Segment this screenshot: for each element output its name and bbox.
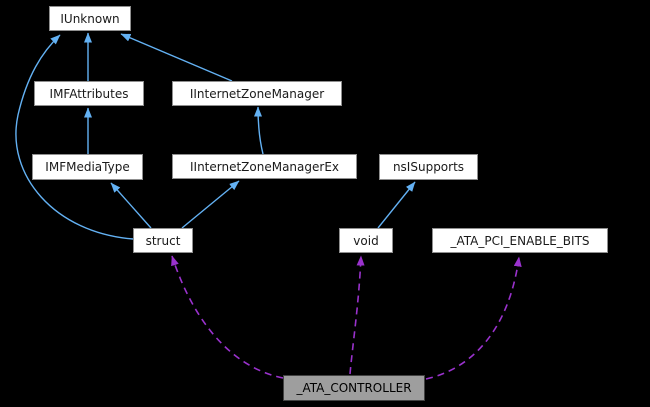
edge-atacontroller-to-atapcienablebits <box>425 256 522 380</box>
node-ata-controller-current[interactable]: _ATA_CONTROLLER <box>283 375 425 401</box>
node-void[interactable]: void <box>339 228 393 253</box>
node-imfmediatype[interactable]: IMFMediaType <box>32 154 143 180</box>
node-iunknown[interactable]: IUnknown <box>49 6 131 31</box>
edge-struct-to-iunknown <box>15 34 134 240</box>
node-struct[interactable]: struct <box>133 228 193 253</box>
node-nsisupports[interactable]: nsISupports <box>379 154 478 180</box>
edge-struct-to-imfmediatype <box>110 182 152 229</box>
edge-atacontroller-to-struct <box>171 255 284 379</box>
node-ata-pci-enable-bits[interactable]: _ATA_PCI_ENABLE_BITS <box>432 228 608 253</box>
node-imfattributes[interactable]: IMFAttributes <box>34 81 144 106</box>
node-iinternetzonemanager[interactable]: IInternetZoneManager <box>172 81 342 106</box>
edge-iinternetzonemanager-to-iunknown <box>120 33 233 82</box>
edge-void-to-nsisupports <box>377 181 416 229</box>
edge-atacontroller-to-void <box>349 255 365 375</box>
edge-struct-to-iinternetzonemanagerex <box>181 180 240 229</box>
node-iinternetzonemanagerex[interactable]: IInternetZoneManagerEx <box>172 154 357 179</box>
edge-iinternetzonemanagerex-to-iinternetzonemanager <box>254 106 264 155</box>
